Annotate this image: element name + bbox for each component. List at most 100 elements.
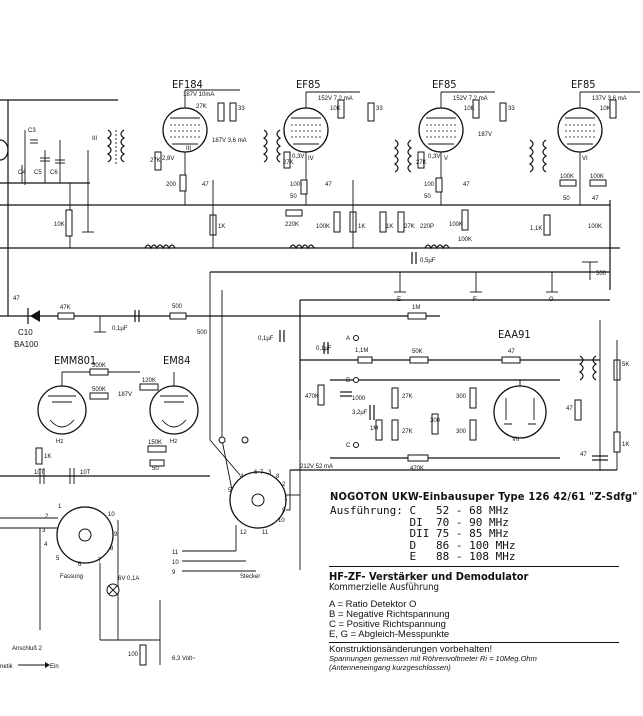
variant-list: Ausführung: C 52 - 68 MHz DI 70 - 90 MHz… xyxy=(330,505,515,563)
svg-text:2: 2 xyxy=(45,514,49,520)
ef85-1-voltage-0-3: 0,3V xyxy=(292,154,304,160)
c-47-ef85-1-label: 47 xyxy=(325,182,332,188)
r-1k-ef184-label: 1K xyxy=(218,224,225,230)
changes-note: Konstruktionsänderungen vorbehalten! xyxy=(329,644,493,655)
r-300-b-label: 300 xyxy=(456,394,467,400)
emm801-voltage-187: 187V xyxy=(118,392,132,398)
r-220k-label: 220K xyxy=(285,222,299,228)
r-10t-label: 10T xyxy=(34,470,45,476)
tube-ef85-1-label: EF85 xyxy=(296,78,321,91)
r-470k-b xyxy=(407,454,429,462)
em84-hz: Hz xyxy=(170,439,177,445)
svg-text:1: 1 xyxy=(284,496,288,502)
r-470k-a xyxy=(317,384,325,406)
tube-ef85-2 xyxy=(418,91,495,205)
r-27k-b xyxy=(391,419,399,441)
svg-text:1: 1 xyxy=(58,504,62,510)
svg-text:10: 10 xyxy=(278,518,285,524)
r-500k-a-label: 500K xyxy=(92,363,106,369)
test-point-b-dot xyxy=(353,377,359,383)
socket-stecker xyxy=(229,471,287,529)
measurement-note-b: (Antenneneingang kurzgeschlossen) xyxy=(329,662,451,672)
divider xyxy=(329,566,619,567)
r-33-a xyxy=(229,102,237,122)
r-27k-ef85 xyxy=(283,151,291,169)
fassung-label: Fassung xyxy=(60,574,83,580)
r-1k-emm-label: 1K xyxy=(44,454,51,460)
r-10k-b-label: 10K xyxy=(464,106,475,112)
divider xyxy=(329,642,619,643)
ef85-3-stage: VI xyxy=(582,156,588,162)
r-100k-d xyxy=(559,179,577,187)
r-470k-a-label: 470K xyxy=(305,394,319,400)
r-100k-b-label: 100K xyxy=(449,222,463,228)
c4-label: C4 xyxy=(18,170,26,176)
r-100k-c-label: 100K xyxy=(458,237,472,243)
ba100-label: BA100 xyxy=(14,340,39,349)
c-47-ef85-2-label: 47 xyxy=(463,182,470,188)
r-47k-top-label: 47K xyxy=(60,305,71,311)
r-27k-ef85-label: 27K xyxy=(283,160,294,166)
wire-11-label: 11 xyxy=(172,550,179,556)
test-point-g-label: G xyxy=(549,297,554,303)
hf-subtitle: Kommerzielle Ausführung xyxy=(329,582,439,593)
r-1k-c xyxy=(379,211,387,233)
variant-code: E xyxy=(409,550,417,563)
variant-code: D xyxy=(409,538,417,552)
r-100-pot xyxy=(139,644,147,666)
svg-text:5: 5 xyxy=(228,488,232,494)
c3-label: C3 xyxy=(28,128,36,134)
r-100-pot-label: 100 xyxy=(128,652,139,658)
svg-text:9: 9 xyxy=(114,532,118,538)
svg-text:3: 3 xyxy=(42,528,46,534)
c10-label: C10 xyxy=(18,328,33,337)
legend-item: A = Ratio Detektor O xyxy=(329,599,417,610)
tube-emm801 xyxy=(37,371,140,435)
r-33-c xyxy=(499,102,507,122)
r-100k-e-label: 100K xyxy=(590,174,604,180)
tube-eaa91 xyxy=(493,380,547,439)
r-33-b-label: 33 xyxy=(376,106,383,112)
r-500k-b-label: 500K xyxy=(92,387,106,393)
test-point-e xyxy=(394,272,406,293)
svg-text:8: 8 xyxy=(276,474,280,480)
stecker-label: Stecker xyxy=(240,574,260,580)
pilot-lamp xyxy=(106,583,120,597)
c-3-2uf-label: 3,2µF xyxy=(352,410,368,416)
r-100k-f-label: 100K xyxy=(588,224,602,230)
variant-range: 86 - 100 MHz xyxy=(435,538,516,552)
r-1m-label: 1M xyxy=(412,305,420,311)
r-1-1m-label: 1,1M xyxy=(355,348,368,354)
svg-text:4: 4 xyxy=(44,542,48,548)
r-100 xyxy=(300,179,308,195)
svg-text:11: 11 xyxy=(262,530,269,536)
variant-range: 52 - 68 MHz xyxy=(435,504,509,517)
ein-label: Ein xyxy=(50,664,59,670)
svg-text:3: 3 xyxy=(268,470,272,476)
r-500k-a xyxy=(89,368,109,376)
eaa91-stage: VII xyxy=(512,437,520,443)
r-27k-d xyxy=(397,211,405,233)
r-1k-b-label: 1K xyxy=(358,224,365,230)
r-1m-b-label: 1M xyxy=(370,426,378,432)
c-47-ef85-3-label: 47 xyxy=(592,196,599,202)
ef184-voltage-2-8: 2,8V xyxy=(162,156,174,162)
c6-label: C6 xyxy=(50,170,58,176)
c-01uf-c-label: 0,1µF xyxy=(316,346,332,352)
ef85-1-stage: IV xyxy=(308,156,314,162)
variant-range: 70 - 90 MHz xyxy=(435,515,509,529)
test-point-legend: A = Ratio Detektor O B = Negative Richts… xyxy=(329,600,450,640)
tube-ef85-3 xyxy=(557,91,640,205)
svg-text:4: 4 xyxy=(240,474,244,480)
r-200-label: 200 xyxy=(166,182,177,188)
ef85-1-voltage: 152V 7,2 mA xyxy=(318,96,353,102)
r-27k-ef184-a xyxy=(217,102,225,122)
legend-item: C = Positive Richtspannung xyxy=(329,619,446,630)
wire-9-label: 9 xyxy=(172,570,176,576)
r-1m-b xyxy=(375,419,383,441)
r-10k-b xyxy=(472,99,480,119)
page-title: NOGOTON UKW-Einbausuper Type 126 42/61 "… xyxy=(330,490,638,503)
tube-ef85-1 xyxy=(283,91,360,205)
r-47-eaa xyxy=(501,356,521,364)
tube-eaa91-label: EAA91 xyxy=(498,328,531,341)
